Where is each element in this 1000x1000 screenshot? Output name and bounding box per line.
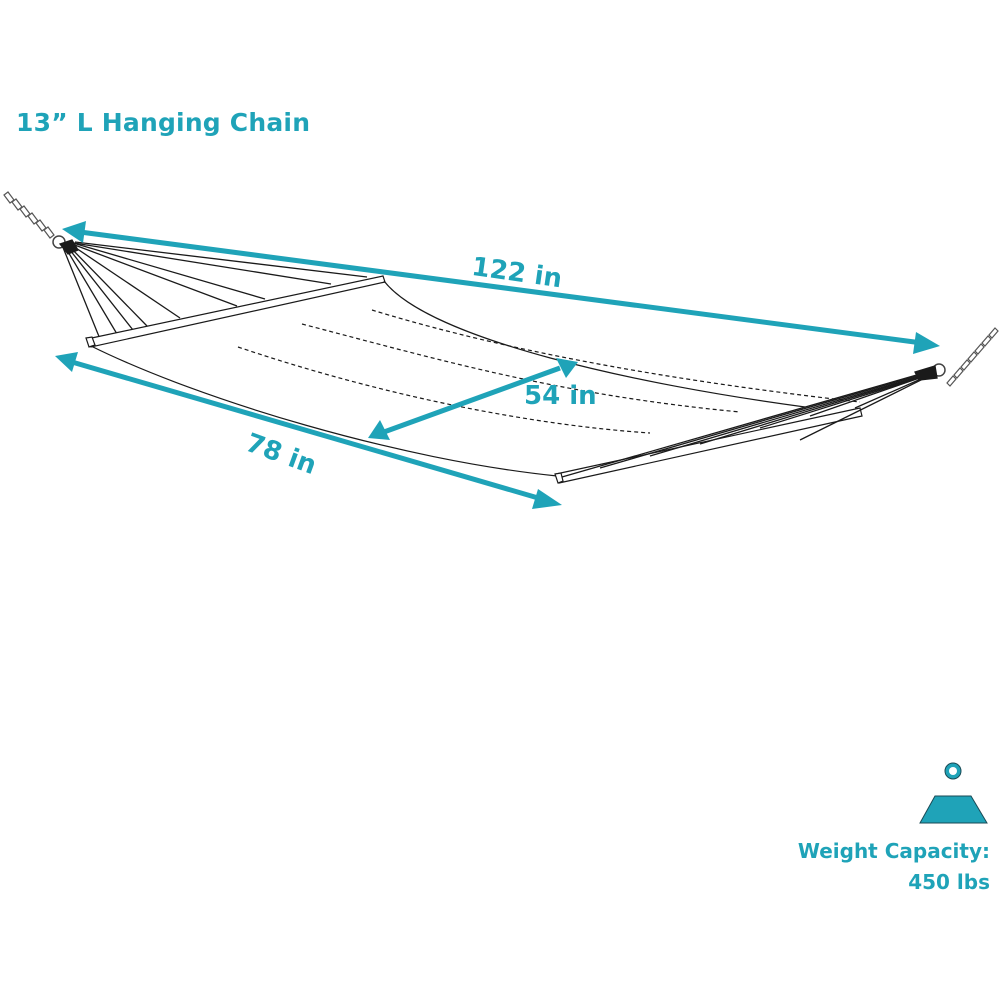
weight-capacity: Weight Capacity: 450 lbs — [798, 836, 990, 898]
length-78-arrow — [55, 352, 562, 509]
capacity-value: 450 lbs — [908, 870, 990, 894]
weight-icon — [919, 762, 988, 824]
right-suspension-strings — [561, 365, 938, 478]
bed-width-label: 54 in — [524, 381, 597, 411]
width-54-arrow — [368, 358, 578, 440]
hammock-bed — [90, 280, 861, 477]
left-chain-icon — [3, 191, 66, 249]
chain-length-label: 13” L Hanging Chain — [16, 108, 311, 137]
left-suspension-strings — [58, 239, 368, 340]
right-chain-icon — [932, 327, 999, 387]
length-122-arrow — [62, 221, 940, 354]
right-spreader-bar-icon — [554, 407, 863, 484]
capacity-title: Weight Capacity: — [797, 839, 990, 863]
left-spreader-bar-icon — [85, 275, 386, 348]
